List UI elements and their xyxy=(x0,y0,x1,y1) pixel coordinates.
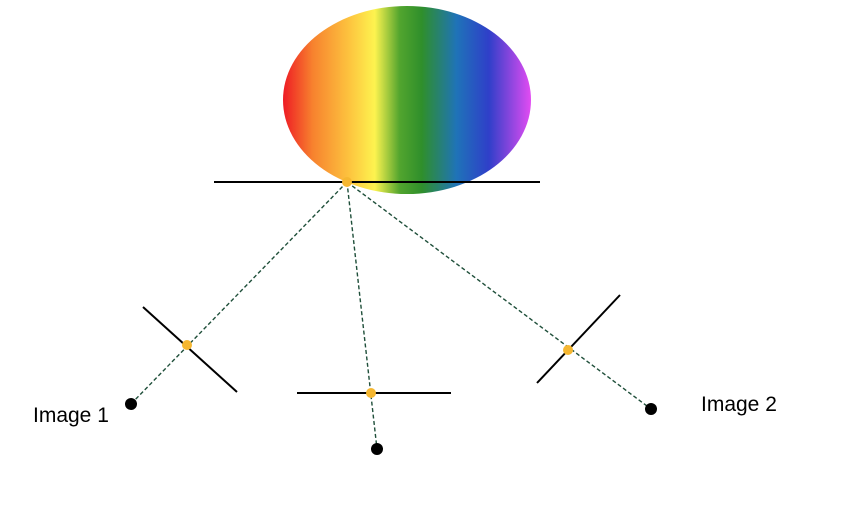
left-image-point xyxy=(182,340,192,350)
spectrum-object xyxy=(283,6,531,194)
right-image-plane xyxy=(536,294,621,384)
object-point xyxy=(342,177,352,187)
center-camera-center xyxy=(371,443,383,455)
left-image-plane xyxy=(142,306,238,393)
right-camera-label: Image 2 xyxy=(701,393,777,416)
ray-to-center-camera xyxy=(346,181,378,450)
left-camera-center xyxy=(125,398,137,410)
ray-to-right-camera xyxy=(346,181,652,410)
ray-to-left-camera xyxy=(130,181,348,405)
right-image-point xyxy=(563,345,573,355)
right-camera-center xyxy=(645,403,657,415)
center-image-point xyxy=(366,388,376,398)
left-camera-label: Image 1 xyxy=(33,404,109,427)
